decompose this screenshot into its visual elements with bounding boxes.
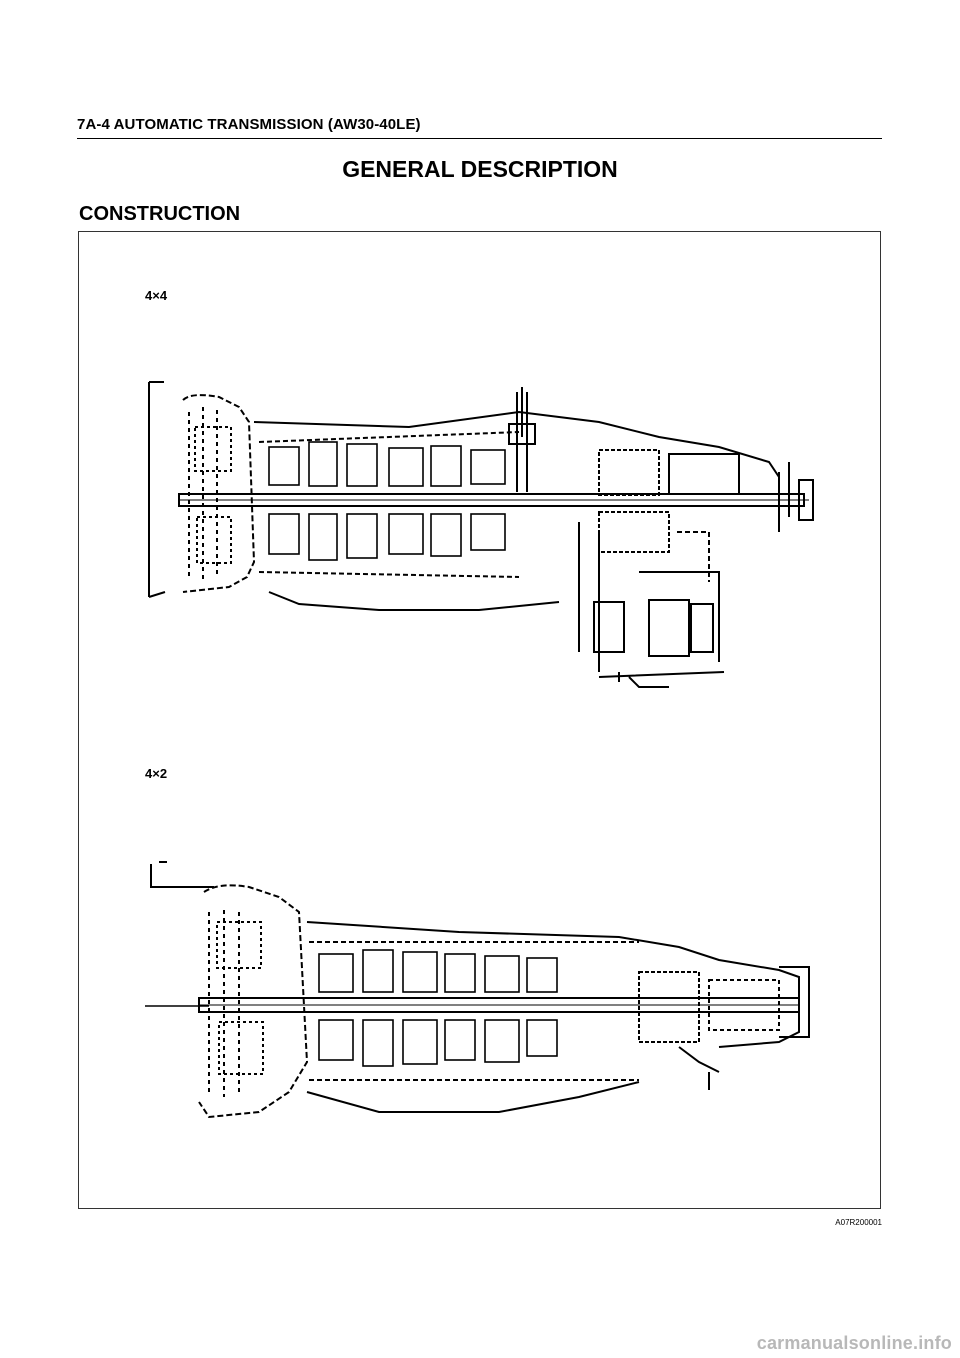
construction-figure: 4×4 xyxy=(78,231,881,1209)
transmission-drawings: 4×4 xyxy=(145,288,814,1119)
page-header-title: 7A-4 AUTOMATIC TRANSMISSION (AW30-40LE) xyxy=(77,116,421,133)
view-label-4x2: 4×2 xyxy=(145,766,167,781)
header-rule xyxy=(77,138,882,139)
subsection-title: CONSTRUCTION xyxy=(79,203,241,225)
view-label-4x4: 4×4 xyxy=(145,288,168,303)
watermark: carmanualsonline.info xyxy=(756,1333,952,1353)
section-title: GENERAL DESCRIPTION xyxy=(342,156,618,182)
figure-code: A07R200001 xyxy=(835,1218,882,1227)
transmission-4x4-drawing xyxy=(148,381,814,688)
transmission-4x2-drawing xyxy=(145,861,810,1119)
